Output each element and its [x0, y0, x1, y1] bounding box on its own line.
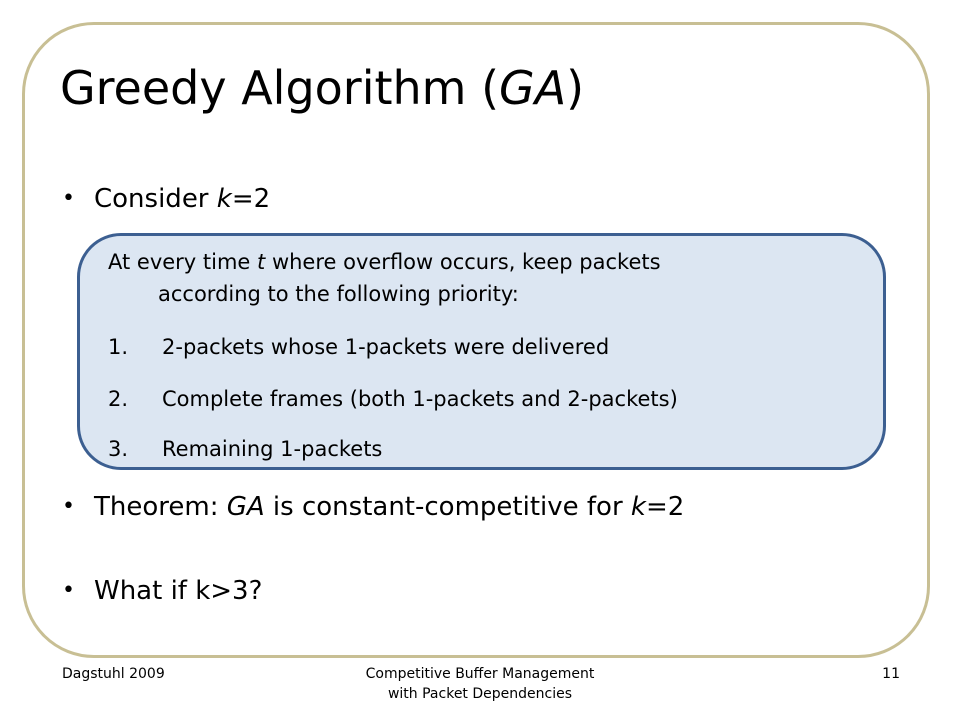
footer-event: Dagstuhl 2009: [62, 666, 165, 682]
priority-box: At every time t where overflow occurs, k…: [77, 233, 886, 470]
bullet-dot-icon: •: [62, 186, 75, 211]
bullet-dot-icon: •: [62, 494, 75, 519]
slide-frame: [22, 22, 930, 658]
priority-intro: At every time t where overflow occurs, k…: [108, 250, 661, 306]
bullet-dot-icon: •: [62, 578, 75, 603]
footer-page-number: 11: [882, 666, 900, 682]
footer-talk-title: Competitive Buffer Management with Packe…: [365, 666, 595, 702]
slide-title: Greedy Algorithm (GA): [60, 61, 585, 115]
